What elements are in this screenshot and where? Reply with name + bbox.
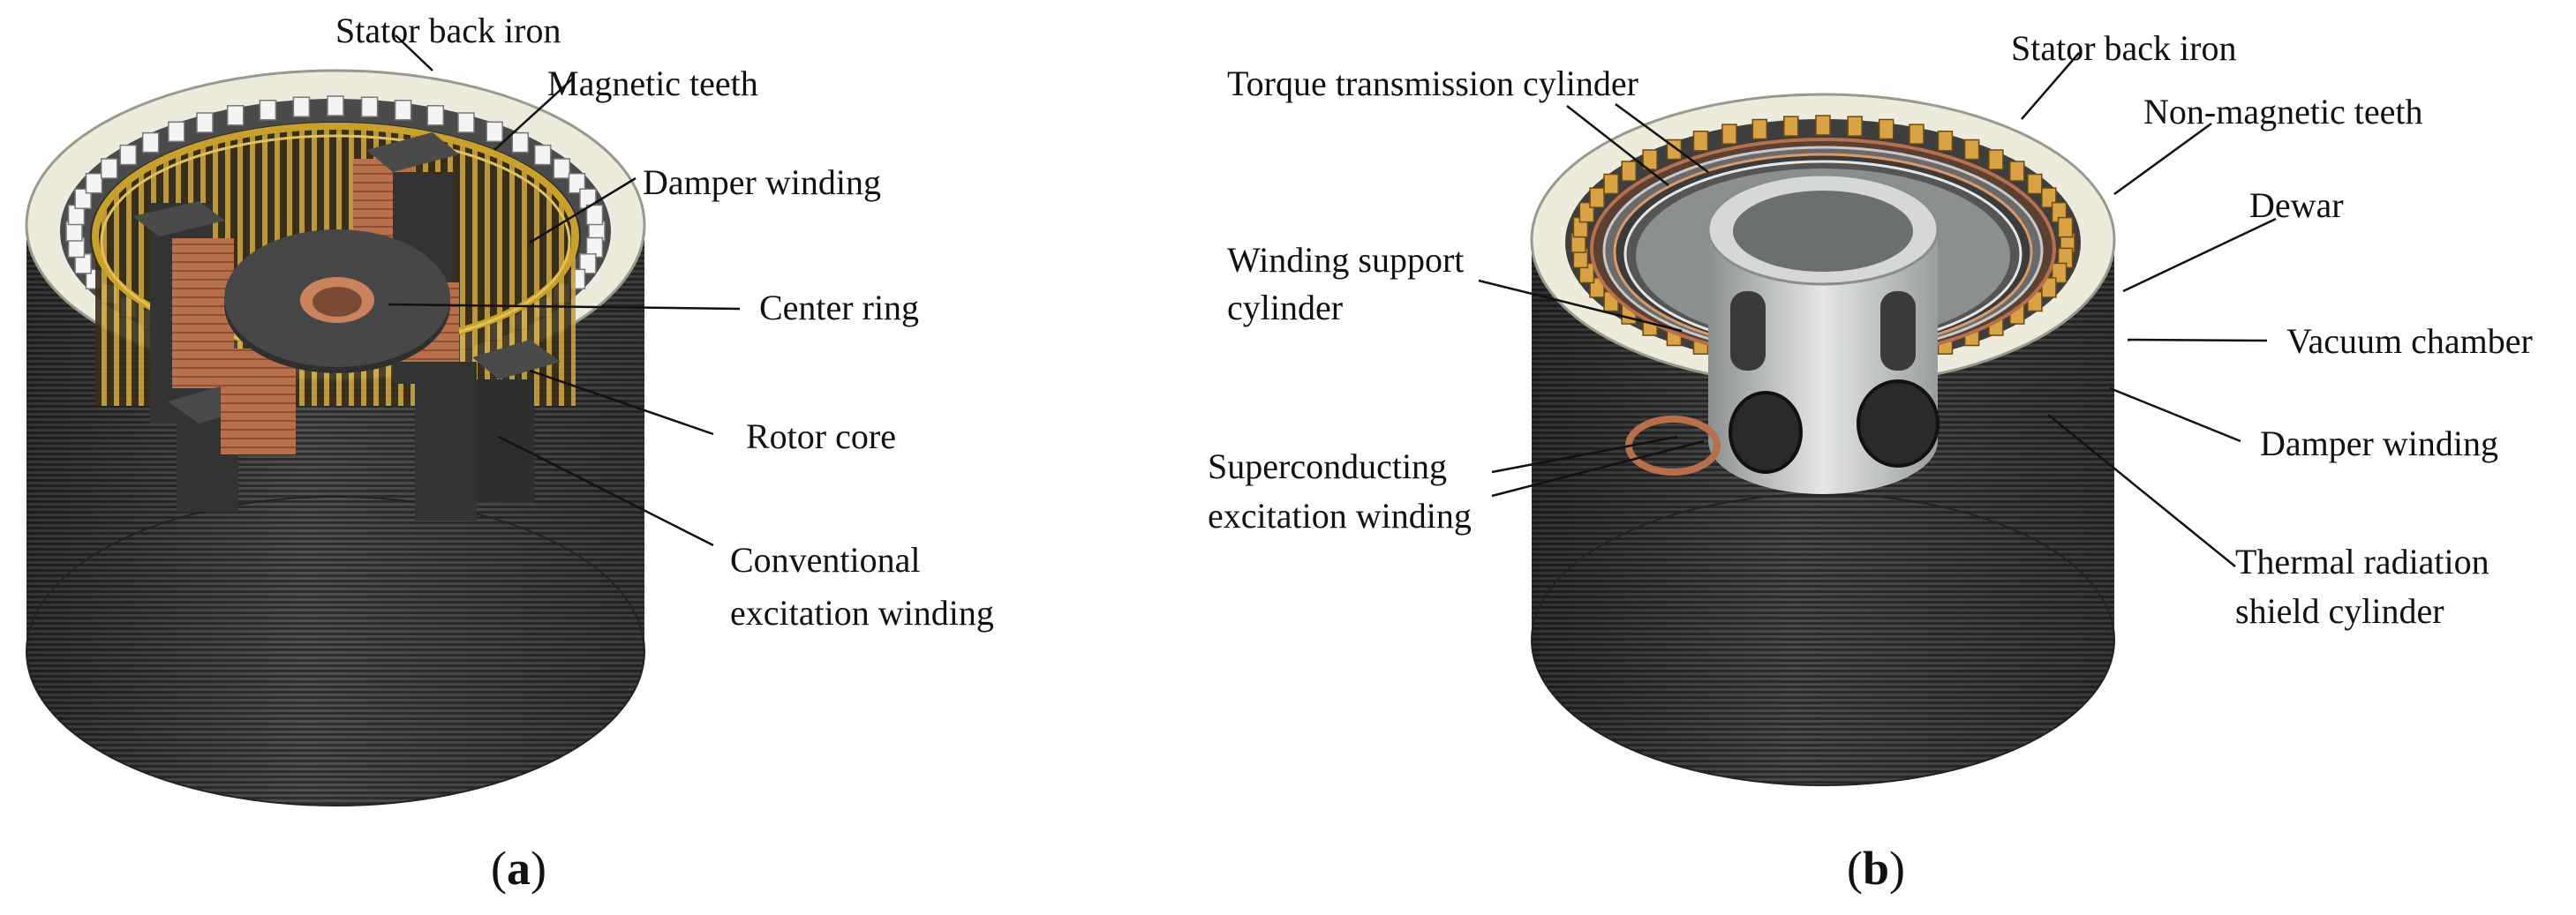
label-thermal-line1: Thermal radiation bbox=[2235, 542, 2489, 581]
stator-tooth bbox=[426, 105, 445, 126]
leader-lines-a bbox=[388, 34, 741, 547]
label-magnetic-teeth: Magnetic teeth bbox=[547, 64, 758, 103]
stator-tooth bbox=[568, 172, 586, 194]
caption-b: (b) bbox=[1847, 842, 1905, 895]
stator-tooth bbox=[457, 112, 475, 133]
stator-tooth bbox=[74, 188, 92, 209]
label-winding-support-line2: cylinder bbox=[1227, 288, 1343, 327]
label-rotor-core: Rotor core bbox=[746, 416, 896, 456]
stator-tooth bbox=[100, 158, 118, 179]
stator-tooth bbox=[2057, 216, 2074, 238]
stator-tooth bbox=[1847, 116, 1863, 137]
label-center-ring: Center ring bbox=[759, 288, 919, 327]
label-damper-winding-a: Damper winding bbox=[643, 162, 881, 202]
caption-a: (a) bbox=[491, 842, 546, 895]
label-dewar: Dewar bbox=[2249, 185, 2344, 225]
label-non-magnetic-teeth: Non-magnetic teeth bbox=[2143, 92, 2423, 131]
stator-tooth bbox=[327, 95, 344, 116]
stator-laminations-b bbox=[1531, 240, 2115, 786]
label-stator-back-iron-a: Stator back iron bbox=[335, 11, 561, 50]
stator-tooth bbox=[119, 144, 137, 166]
stator-tooth bbox=[1589, 187, 1605, 208]
panel-b-motor: Torque transmission cylinder Stator back… bbox=[1208, 28, 2533, 895]
leader-lines-b bbox=[1478, 52, 2277, 567]
label-torque-transmission: Torque transmission cylinder bbox=[1227, 64, 1638, 103]
label-thermal-line2: shield cylinder bbox=[2235, 591, 2444, 631]
stator-tooth bbox=[141, 131, 160, 154]
label-superconducting-line2: excitation winding bbox=[1208, 496, 1472, 536]
stator-tooth bbox=[168, 121, 185, 143]
stator-tooth bbox=[1878, 118, 1894, 140]
stator-tooth bbox=[534, 144, 552, 166]
stator-tooth bbox=[579, 253, 597, 274]
center-ring-a bbox=[224, 229, 450, 373]
panel-a-motor: Stator back iron Magnetic teeth Damper w… bbox=[25, 11, 994, 895]
stator-tooth bbox=[486, 121, 503, 143]
stator-tooth bbox=[2009, 161, 2025, 182]
stator-tooth bbox=[394, 100, 412, 121]
stator-tooth bbox=[1988, 149, 2004, 170]
stator-tooth bbox=[553, 158, 571, 179]
stator-tooth bbox=[1621, 161, 1637, 182]
label-conventional-line2: excitation winding bbox=[730, 593, 994, 633]
stator-tooth bbox=[196, 112, 214, 133]
stator-tooth bbox=[292, 96, 311, 117]
stator-tooth bbox=[2027, 173, 2043, 195]
stator-tooth bbox=[2041, 277, 2057, 298]
label-stator-back-iron-b: Stator back iron bbox=[2011, 28, 2237, 68]
stator-tooth bbox=[1815, 115, 1831, 136]
stator-tooth bbox=[1909, 124, 1924, 145]
stator-tooth bbox=[1642, 149, 1658, 170]
label-conventional-line1: Conventional bbox=[730, 540, 921, 580]
stator-tooth bbox=[585, 204, 604, 226]
stator-tooth bbox=[259, 100, 277, 121]
stator-tooth bbox=[1603, 173, 1619, 195]
label-damper-winding-b: Damper winding bbox=[2260, 424, 2498, 463]
label-vacuum-chamber: Vacuum chamber bbox=[2286, 321, 2533, 361]
stator-tooth bbox=[226, 105, 245, 126]
rotor-b bbox=[1625, 173, 1940, 494]
stator-tooth bbox=[1692, 131, 1709, 152]
stator-tooth bbox=[1721, 124, 1737, 145]
stator-tooth bbox=[1751, 118, 1768, 140]
label-superconducting-line1: Superconducting bbox=[1208, 446, 1447, 486]
stator-tooth bbox=[511, 131, 530, 154]
stator-tooth bbox=[1783, 116, 1799, 137]
stator-tooth bbox=[1937, 131, 1954, 152]
stator-tooth bbox=[360, 96, 379, 117]
stator-tooth bbox=[1963, 139, 1980, 161]
stator-tooth bbox=[85, 172, 103, 194]
label-winding-support-line1: Winding support bbox=[1227, 240, 1464, 280]
